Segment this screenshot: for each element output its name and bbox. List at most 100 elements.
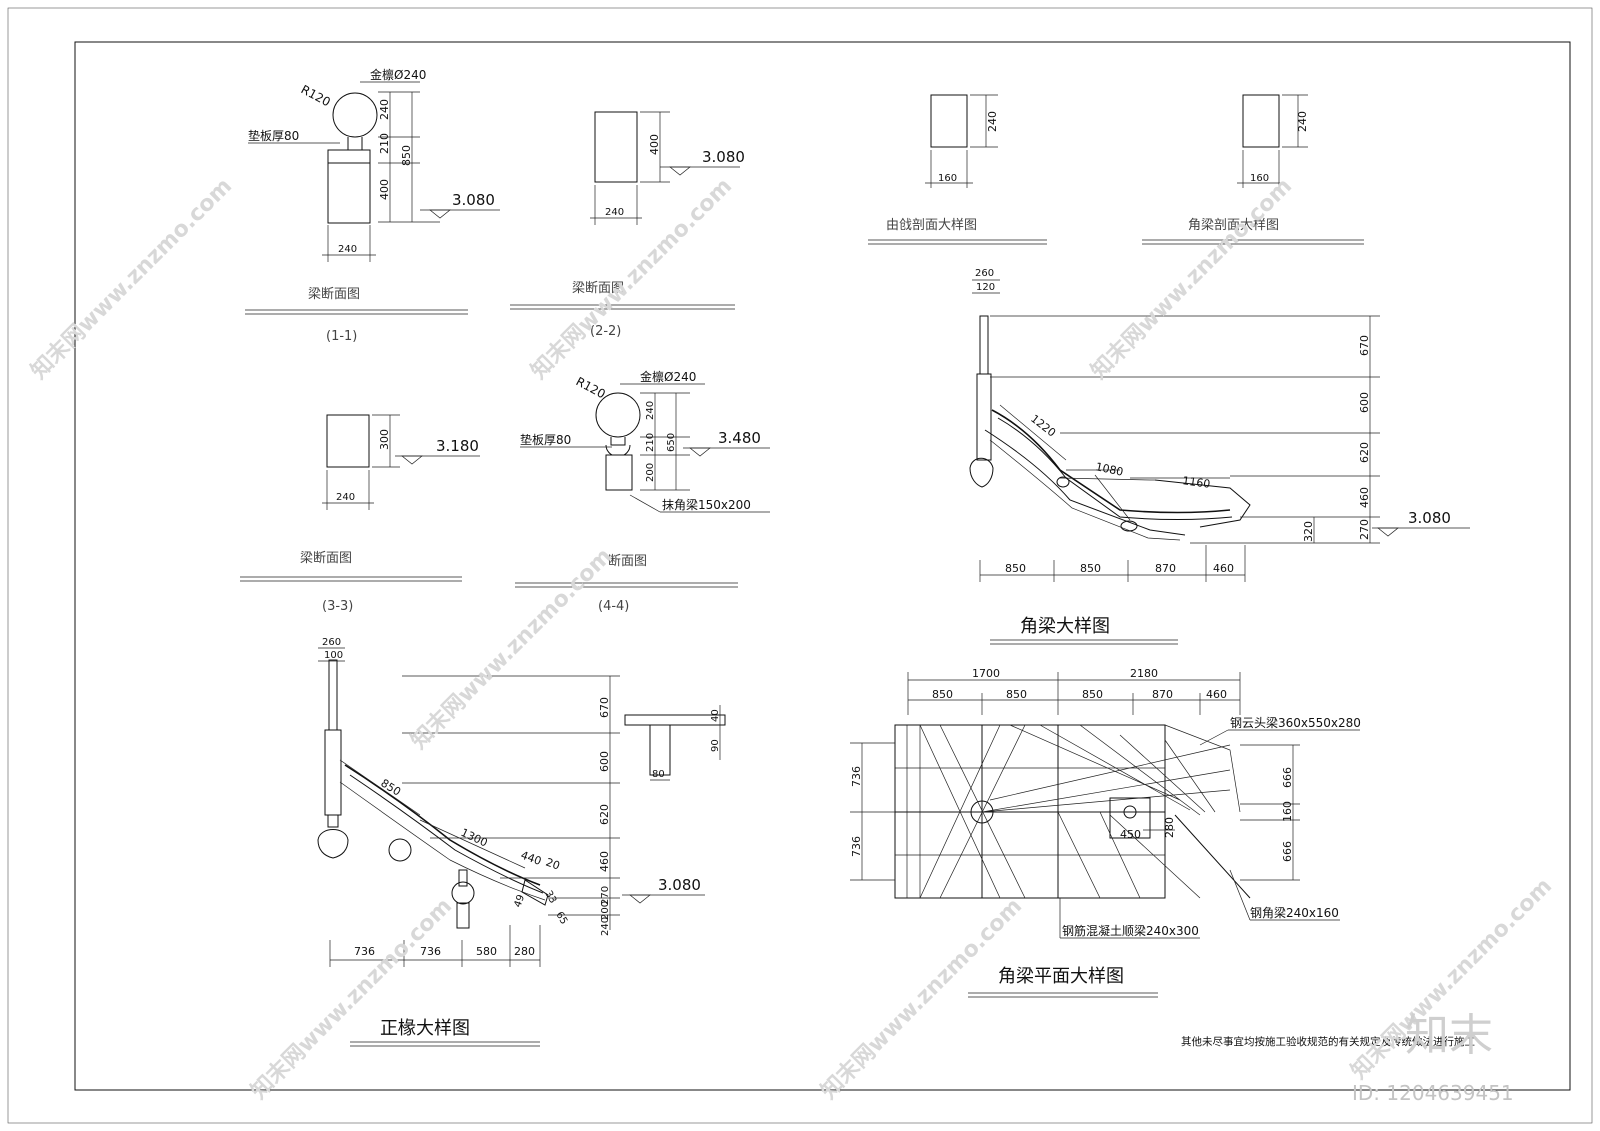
watermark-brand: 知末	[1405, 1010, 1493, 1061]
section-2-2: 400 240 3.080 梁断面图 (2-2)	[510, 111, 745, 339]
s22-code: (2-2)	[590, 324, 621, 339]
cd-right-270: 270	[1358, 519, 1371, 540]
pd-mid-870: 870	[1152, 688, 1173, 701]
pd-inner-280: 280	[1163, 817, 1176, 838]
s22-bottom-dim: 240	[605, 207, 624, 218]
watermark-id: ID: 1204639451	[1352, 1081, 1514, 1105]
cd-level: 3.080	[1408, 509, 1451, 527]
rd-small-65: 65	[553, 910, 569, 927]
watermark-text: 知末网www.znzmo.com	[526, 173, 737, 384]
rd-inset-80: 80	[652, 769, 665, 780]
watermark-text: 知末网www.znzmo.com	[246, 893, 457, 1104]
s33-name: 梁断面图	[300, 551, 352, 566]
s44-radius: R120	[574, 374, 608, 401]
rd-top-260: 260	[322, 637, 341, 648]
s33-dim-v: 300	[378, 429, 391, 450]
pd-right-666-a: 666	[1281, 767, 1294, 788]
corner-sec-name: 角梁剖面大样图	[1188, 218, 1279, 233]
s11-radius: R120	[299, 82, 333, 109]
rd-right-460: 460	[598, 851, 611, 872]
cd-top-120: 120	[976, 282, 995, 293]
s11-bottom-dim: 240	[338, 244, 357, 255]
s44-dim-210: 210	[645, 433, 656, 452]
s11-dim-210: 210	[378, 133, 391, 154]
rd-right-600: 600	[598, 751, 611, 772]
pd-right-160: 160	[1281, 801, 1294, 822]
s44-level: 3.480	[718, 429, 761, 447]
corner-sec-dim-v: 240	[1296, 111, 1309, 132]
rd-small-33: 33	[542, 889, 558, 906]
cd-bottom-850-a: 850	[1005, 562, 1026, 575]
s33-bottom-dim: 240	[336, 492, 355, 503]
footer-note: 其他未尽事宜均按施工验收规范的有关规定及传统做法进行施工	[1181, 1035, 1475, 1048]
corner-sec-dim-h: 160	[1250, 173, 1269, 184]
corner-beam-plan: 1700 2180 850 850 850 870 460 450 280 73…	[850, 667, 1361, 998]
s11-dim-400: 400	[378, 179, 391, 200]
cd-bottom-460: 460	[1213, 562, 1234, 575]
s44-dim-650: 650	[666, 433, 677, 452]
corner-beam-detail: 1220 1080 1160 260 120 670 600 620 460 2…	[969, 268, 1470, 645]
watermark-text: 知末网www.znzmo.com	[406, 543, 617, 754]
rd-slope-20: 20	[544, 856, 562, 873]
rd-right-670: 670	[598, 697, 611, 718]
s44-label-beam: 抹角梁150x200	[662, 497, 751, 512]
rd-bottom-280: 280	[514, 945, 535, 958]
fly-rafter-section: 240 160 由戗剖面大样图	[868, 94, 1047, 245]
cd-side-320: 320	[1302, 521, 1315, 542]
cd-right-670: 670	[1358, 335, 1371, 356]
cd-bottom-850-b: 850	[1080, 562, 1101, 575]
pd-label-rc-beam: 钢筋混凝土顺梁240x300	[1062, 923, 1199, 938]
pd-mid-460: 460	[1206, 688, 1227, 701]
s44-code: (4-4)	[598, 599, 629, 614]
s22-name: 梁断面图	[572, 281, 624, 296]
rd-level: 3.080	[658, 876, 701, 894]
watermark-text: 知末网www.znzmo.com	[26, 173, 237, 384]
s11-name: 梁断面图	[308, 287, 360, 302]
cd-right-600: 600	[1358, 392, 1371, 413]
pd-label-cloud-beam: 钢云头梁360x550x280	[1230, 715, 1361, 730]
pd-label-corner-beam: 钢角梁240x160	[1250, 905, 1339, 920]
s11-code: (1-1)	[326, 329, 357, 344]
pd-inner-450: 450	[1120, 828, 1141, 841]
s11-label-purlin: 金檩Ø240	[370, 67, 426, 82]
section-3-3: 300 240 3.180 梁断面图 (3-3)	[240, 414, 480, 614]
cd-bottom-870: 870	[1155, 562, 1176, 575]
rd-bottom-580: 580	[476, 945, 497, 958]
cd-right-460: 460	[1358, 487, 1371, 508]
s44-dim-240: 240	[645, 401, 656, 420]
cd-slope-1220: 1220	[1028, 412, 1058, 439]
rd-inset-40: 40	[710, 709, 721, 722]
pd-mid-850-a: 850	[932, 688, 953, 701]
rd-slope-440: 440	[519, 849, 543, 868]
s11-dim-850: 850	[400, 145, 413, 166]
fly-dim-h: 160	[938, 173, 957, 184]
s33-level: 3.180	[436, 437, 479, 455]
s11-label-pad: 垫板厚80	[248, 128, 299, 143]
section-4-4: 240 210 200 650 金檩Ø240 R120 垫板厚80 抹角梁150…	[515, 369, 770, 614]
pd-top-2180: 2180	[1130, 667, 1158, 680]
fly-dim-v: 240	[986, 111, 999, 132]
rafter-detail: 850 1300 440 20 49 33 65 260 100 670 600…	[317, 637, 726, 1047]
s11-level: 3.080	[452, 191, 495, 209]
cd-title: 角梁大样图	[1020, 616, 1110, 637]
pd-left-736-b: 736	[850, 836, 863, 857]
pd-title: 角梁平面大样图	[998, 966, 1124, 987]
watermark-text: 知末网www.znzmo.com	[816, 893, 1027, 1104]
cd-top-260: 260	[975, 268, 994, 279]
watermark-layer: 知末网www.znzmo.com 知末网www.znzmo.com 知末网www…	[26, 173, 1557, 1105]
s44-name: 断面图	[608, 554, 647, 569]
pd-mid-850-b: 850	[1006, 688, 1027, 701]
pd-right-666-b: 666	[1281, 841, 1294, 862]
s22-dim-v: 400	[648, 134, 661, 155]
outer-border	[7, 7, 1593, 1124]
cd-slope-1160: 1160	[1182, 474, 1212, 491]
corner-beam-section: 240 160 角梁剖面大样图	[1142, 94, 1364, 245]
rd-right-200: 200	[600, 901, 611, 920]
rd-top-100: 100	[324, 650, 343, 661]
rd-bottom-736-b: 736	[420, 945, 441, 958]
pd-mid-850-c: 850	[1082, 688, 1103, 701]
s11-dim-240: 240	[378, 99, 391, 120]
rd-small-49: 49	[512, 893, 527, 909]
rd-bottom-736-a: 736	[354, 945, 375, 958]
